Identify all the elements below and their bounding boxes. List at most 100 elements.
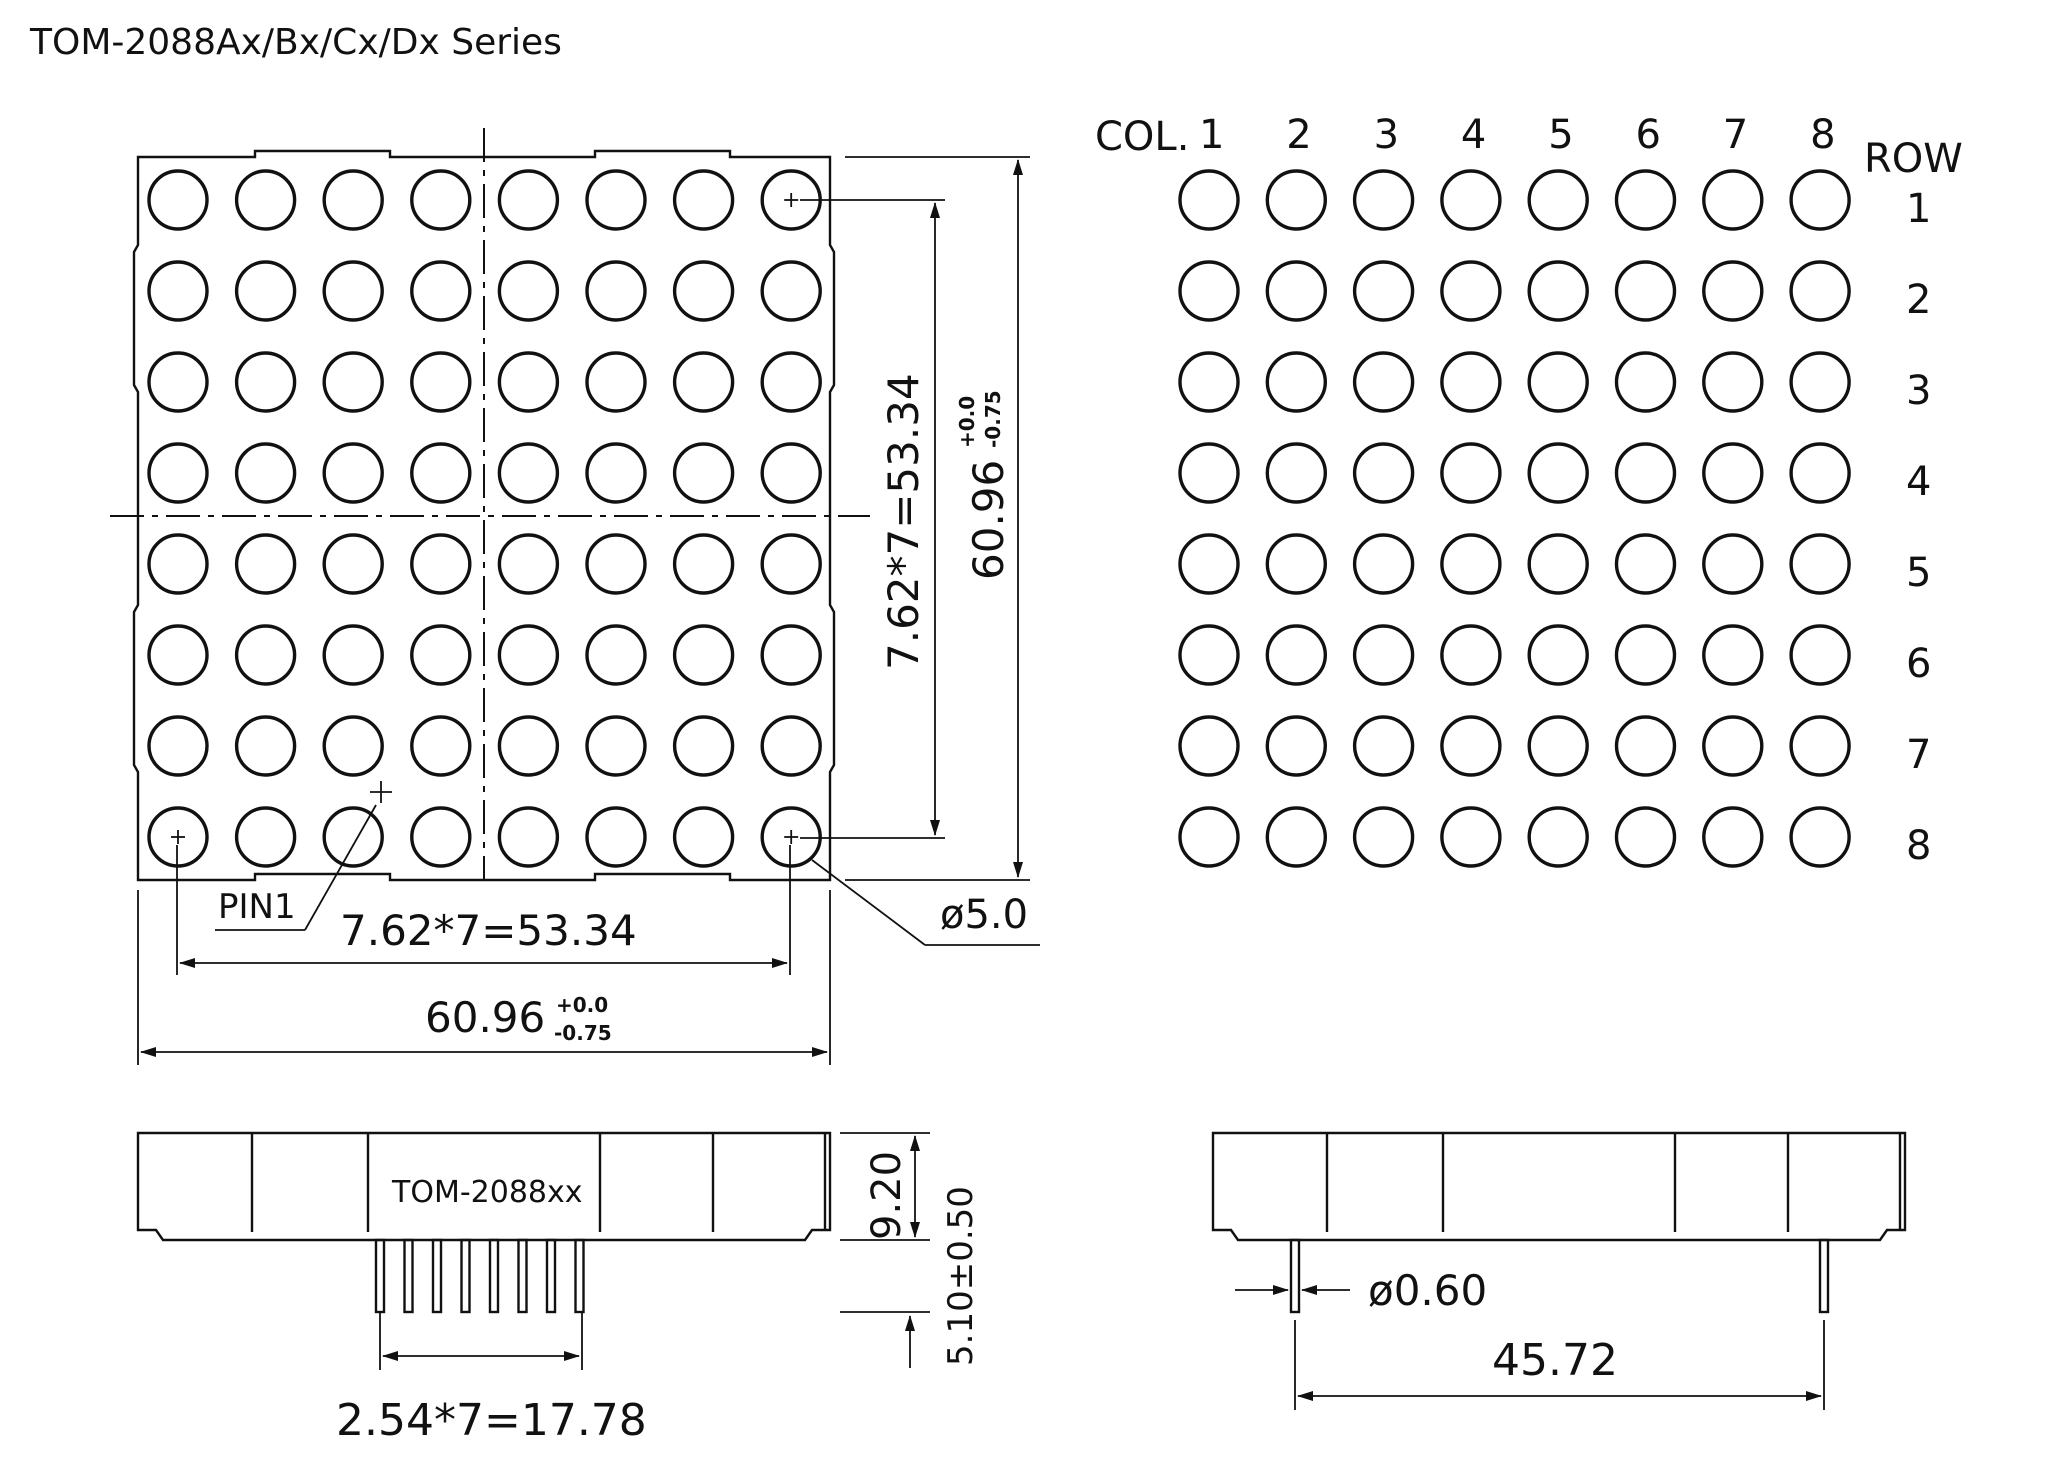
front-led [234, 260, 297, 322]
row-label: ROW [1864, 136, 1963, 182]
schematic-led [1614, 533, 1677, 595]
front-led [497, 715, 560, 777]
schematic-led [1702, 260, 1764, 322]
side-pin [460, 1238, 471, 1314]
front-led [672, 260, 735, 322]
col-number: 7 [1723, 112, 1748, 158]
front-led [322, 442, 384, 504]
side-pin [374, 1238, 386, 1314]
front-led [410, 260, 472, 322]
schematic-led [1178, 351, 1240, 413]
col-number: 3 [1374, 112, 1399, 158]
schematic-led [1440, 533, 1502, 595]
col-number: 5 [1548, 112, 1573, 158]
front-led [234, 169, 297, 231]
schematic-led [1527, 351, 1589, 413]
front-led [585, 715, 647, 777]
front-led [585, 624, 647, 686]
schematic-led [1352, 442, 1415, 504]
schematic-led [1789, 351, 1851, 413]
front-led [760, 351, 822, 413]
schematic-led [1702, 169, 1764, 231]
led-dia-text: ø5.0 [940, 892, 1028, 938]
front-led [410, 442, 472, 504]
schematic-led [1265, 442, 1328, 504]
schematic-led [1614, 260, 1677, 322]
front-led [234, 442, 297, 504]
front-led [672, 533, 735, 595]
schematic-led [1265, 169, 1328, 231]
end-pin-left [1289, 1238, 1301, 1314]
height-tol-minus: -0.75 [981, 390, 1005, 448]
front-led [497, 260, 560, 322]
schematic-led [1265, 351, 1328, 413]
schematic-led [1178, 806, 1240, 868]
pin-length-text: 5.10±0.50 [941, 1186, 981, 1366]
front-led [410, 169, 472, 231]
height-dim-text: 60.96 [964, 460, 1013, 580]
front-led [234, 533, 297, 595]
schematic-led [1440, 715, 1502, 777]
front-led [497, 169, 560, 231]
schematic-led [1527, 169, 1589, 231]
front-led [760, 715, 822, 777]
pin-dia-text: ø0.60 [1368, 1266, 1487, 1315]
side-view-outline [136, 1131, 832, 1242]
front-led [497, 351, 560, 413]
front-led [322, 351, 384, 413]
front-led [147, 260, 209, 322]
schematic-led [1614, 442, 1677, 504]
schematic-led [1614, 624, 1677, 686]
schematic-led [1265, 533, 1328, 595]
front-led [585, 442, 647, 504]
schematic-led [1702, 442, 1764, 504]
side-view: TOM-2088xx 2.54*7=17.78 9.20 5.10±0.50 [136, 1131, 981, 1446]
front-led [147, 351, 209, 413]
schematic-led [1789, 169, 1851, 231]
front-led [410, 806, 472, 868]
side-pin [431, 1238, 443, 1314]
row-number: 3 [1906, 368, 1931, 414]
schematic-led [1702, 351, 1764, 413]
side-pin [545, 1238, 557, 1314]
schematic-led [1702, 624, 1764, 686]
led-dia-leader [811, 859, 926, 946]
front-led [234, 351, 297, 413]
schematic-led [1702, 715, 1764, 777]
front-led [147, 624, 209, 686]
pin1-leader [304, 804, 377, 931]
schematic-led [1352, 624, 1415, 686]
schematic-led [1352, 806, 1415, 868]
front-led [672, 351, 735, 413]
front-led [147, 806, 209, 868]
schematic-led [1440, 351, 1502, 413]
front-led [497, 533, 560, 595]
front-led [672, 806, 735, 868]
front-led [322, 715, 384, 777]
schematic-led [1527, 715, 1589, 777]
pin1-label: PIN1 [218, 887, 296, 927]
pinpitch-dim-text: 2.54*7=17.78 [336, 1395, 647, 1446]
side-part-label: TOM-2088xx [391, 1175, 583, 1210]
front-led [322, 260, 384, 322]
front-led [760, 533, 822, 595]
schematic-led [1178, 624, 1240, 686]
front-led [497, 624, 560, 686]
side-pin [488, 1238, 500, 1314]
schematic-led [1789, 806, 1851, 868]
side-pins [374, 1238, 585, 1314]
schematic-led [1789, 533, 1851, 595]
schematic-led [1527, 442, 1589, 504]
schematic-led [1527, 624, 1589, 686]
front-led [585, 169, 647, 231]
front-led [672, 624, 735, 686]
schematic-led [1614, 806, 1677, 868]
schematic-led [1352, 351, 1415, 413]
col-number: 6 [1636, 112, 1661, 158]
schematic-led [1440, 260, 1502, 322]
schematic-led [1352, 533, 1415, 595]
row-number: 4 [1906, 459, 1931, 505]
side-pin [574, 1238, 585, 1314]
col-number: 8 [1810, 112, 1835, 158]
